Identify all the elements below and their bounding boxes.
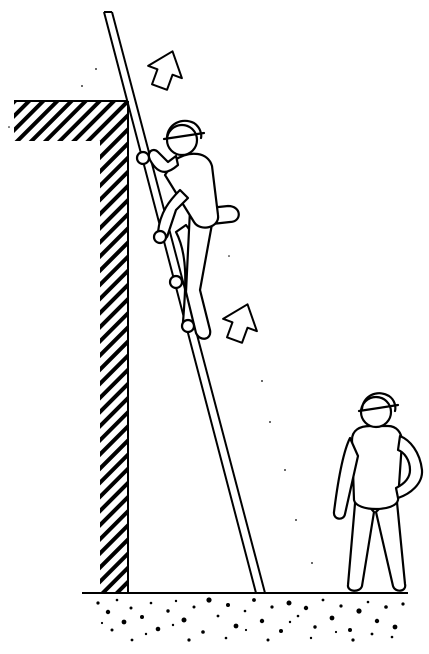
standing-worker-torso [352,426,402,509]
climber-hand [137,152,149,164]
climber-knee [154,231,166,243]
wall-side-hatching [100,141,128,592]
climber-foot [182,320,194,332]
climber-head [167,125,197,155]
climber-knee [170,276,182,288]
up-arrow-icon [218,298,265,346]
up-arrow-icon [143,45,190,93]
background-specks [8,68,313,564]
ground-gravel [96,597,404,641]
ground [82,593,408,642]
standing-worker [334,397,422,591]
standing-worker-head [361,397,391,427]
climbing-worker [137,125,239,339]
wall-top-hatching [14,101,128,141]
wall [14,101,128,592]
